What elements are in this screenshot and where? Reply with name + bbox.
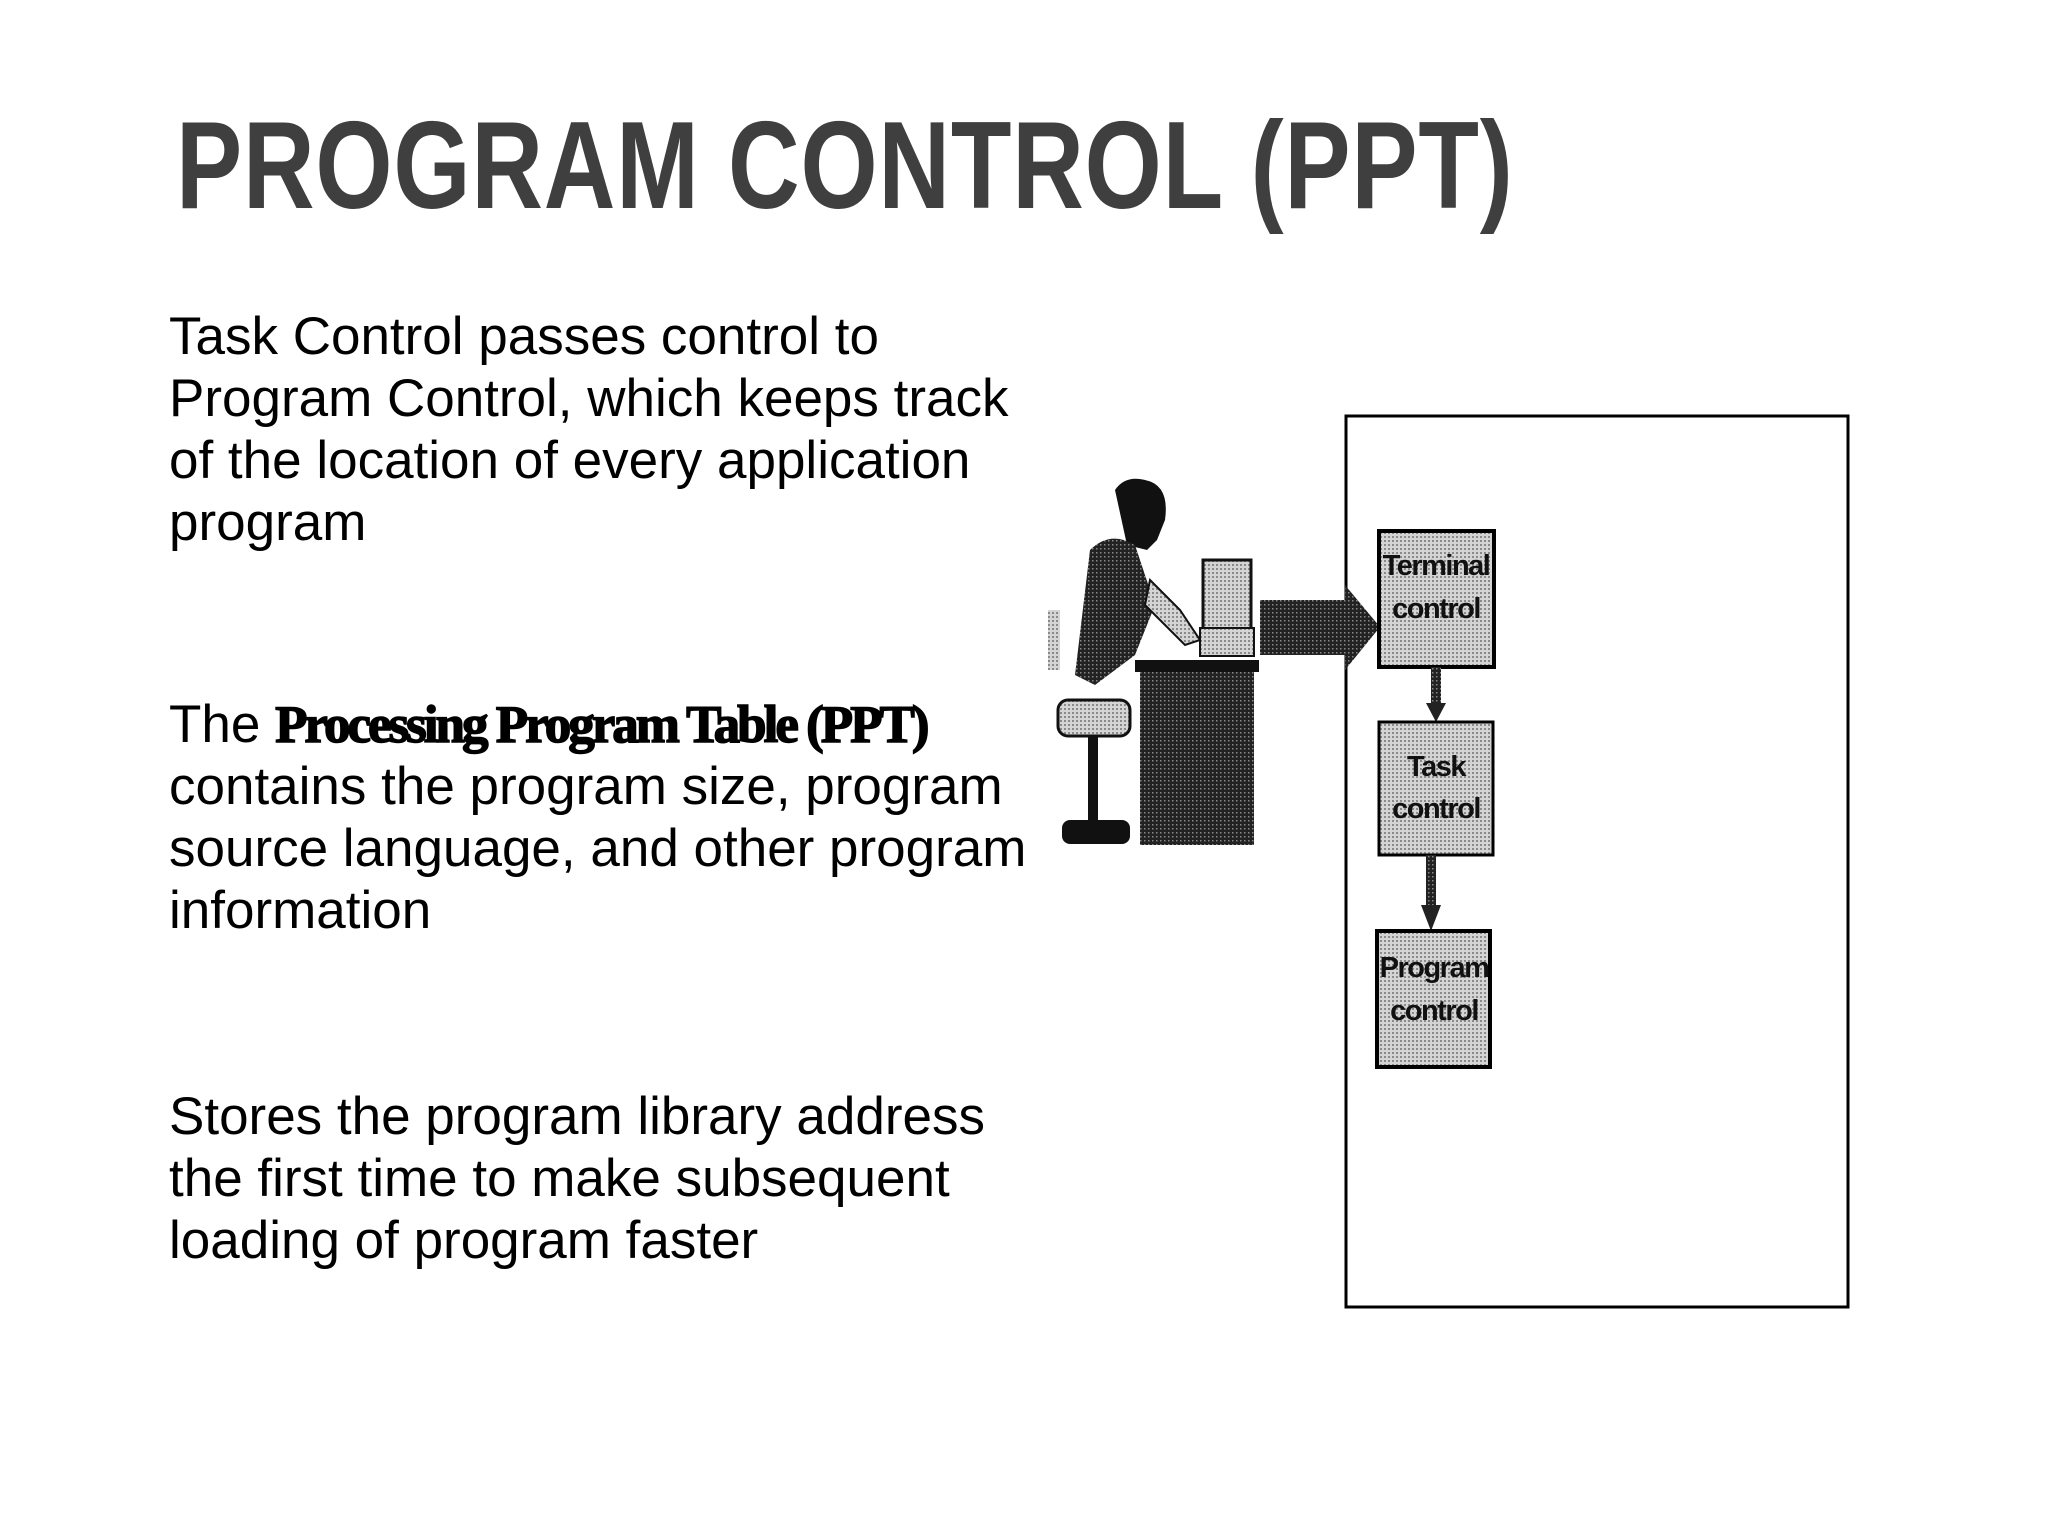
region-frame xyxy=(1344,414,1850,1309)
ppt-emphasis: Processing Program Table (PPT) xyxy=(274,695,930,755)
ppt-prefix: The xyxy=(169,695,276,754)
user-at-terminal-illustration xyxy=(1048,478,1259,845)
program-control-box: Program control xyxy=(1375,929,1492,1069)
terminal-control-box: Terminal control xyxy=(1377,529,1496,669)
task-control-label-1: Task xyxy=(1407,751,1467,783)
arrow-right-icon xyxy=(1260,585,1380,670)
paragraph-ppt: The Processing Program Table (PPT) conta… xyxy=(169,694,1029,942)
task-control-label-2: control xyxy=(1392,793,1480,825)
program-control-label-2: control xyxy=(1390,995,1478,1027)
slide-title: PROGRAM CONTROL (PPT) xyxy=(176,97,1514,235)
arrow-down-icon xyxy=(1426,667,1446,722)
ppt-suffix: contains the program size, program sourc… xyxy=(169,757,1027,940)
terminal-control-label-1: Terminal xyxy=(1383,550,1490,582)
arrow-down-icon xyxy=(1421,855,1441,931)
task-control-box: Task control xyxy=(1377,720,1495,857)
terminal-control-label-2: control xyxy=(1392,593,1480,625)
program-control-label-1: Program xyxy=(1380,952,1489,984)
paragraph-task-control: Task Control passes control to Program C… xyxy=(169,307,1009,552)
paragraph-program-library: Stores the program library address the f… xyxy=(169,1087,985,1270)
